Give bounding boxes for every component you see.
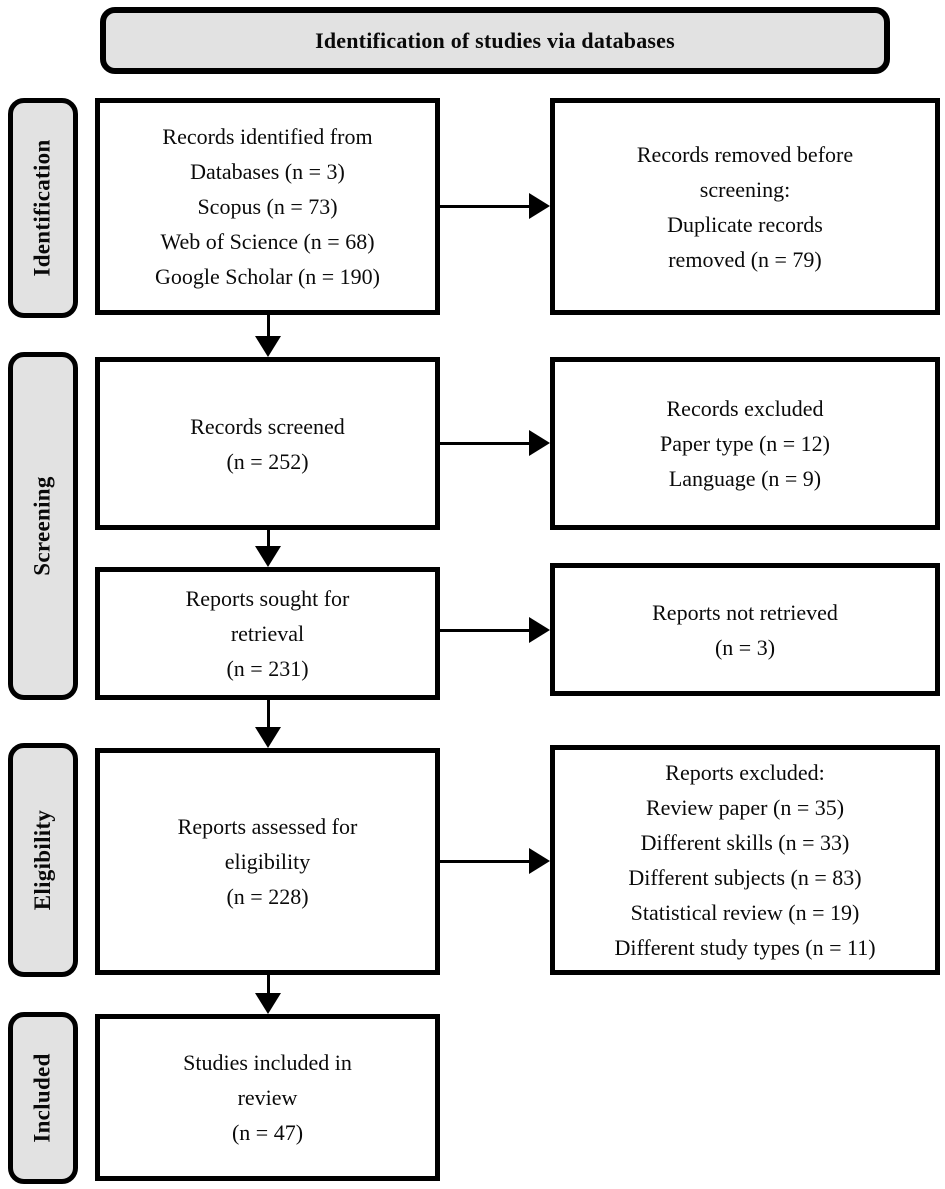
box-reports-sought: Reports sought for retrieval (n = 231)	[95, 567, 440, 700]
diagram-title: Identification of studies via databases	[315, 27, 675, 53]
stage-label-eligibility: Eligibility	[8, 743, 78, 977]
box-line: (n = 47)	[231, 1120, 304, 1145]
arrow-identified-to-screened	[255, 315, 281, 357]
arrow-head-icon	[255, 546, 281, 567]
box-line: Language (n = 9)	[668, 466, 822, 491]
box-line: Records removed before	[636, 141, 854, 167]
box-line: Reports not retrieved	[652, 599, 838, 625]
arrow-head-icon	[255, 336, 281, 357]
box-line: retrieval	[230, 621, 305, 646]
box-records-identified: Records identified from Databases (n = 3…	[95, 98, 440, 315]
box-line: Studies included in	[183, 1050, 352, 1075]
box-records-excluded: Records excluded Paper type (n = 12) Lan…	[550, 357, 940, 530]
box-line: Scopus (n = 73)	[197, 194, 338, 219]
arrow-assessed-to-included	[255, 975, 281, 1014]
box-line: (n = 3)	[714, 634, 776, 660]
box-line: Reports excluded:	[665, 760, 825, 785]
box-line: Paper type (n = 12)	[659, 431, 831, 456]
box-line: Web of Science (n = 68)	[160, 229, 375, 254]
arrow-sought-to-not-retrieved	[440, 617, 550, 643]
arrow-screened-to-sought	[255, 530, 281, 567]
box-line: Statistical review (n = 19)	[630, 900, 860, 925]
arrow-head-icon	[529, 193, 550, 219]
box-line: screening:	[699, 176, 791, 202]
arrow-sought-to-assessed	[255, 700, 281, 748]
stage-label-identification: Identification	[8, 98, 78, 318]
box-line: Records identified from	[162, 124, 373, 149]
box-line: Google Scholar (n = 190)	[154, 264, 381, 289]
box-records-removed: Records removed before screening: Duplic…	[550, 98, 940, 315]
arrow-screened-to-excluded	[440, 430, 550, 456]
box-line: eligibility	[224, 849, 311, 874]
arrow-identified-to-removed	[440, 193, 550, 219]
box-line: Review paper (n = 35)	[645, 795, 845, 820]
box-line: Reports sought for	[185, 586, 350, 611]
arrow-head-icon	[255, 993, 281, 1014]
box-line: Databases (n = 3)	[190, 159, 345, 184]
box-line: (n = 231)	[226, 656, 309, 681]
box-line: Records screened	[190, 413, 345, 439]
box-studies-included: Studies included in review (n = 47)	[95, 1014, 440, 1181]
stage-label-included: Included	[8, 1012, 78, 1184]
arrow-head-icon	[529, 617, 550, 643]
arrow-head-icon	[529, 848, 550, 874]
box-line: Reports assessed for	[177, 814, 358, 839]
arrow-head-icon	[529, 430, 550, 456]
box-line: review	[237, 1085, 298, 1110]
box-records-screened: Records screened (n = 252)	[95, 357, 440, 530]
box-line: (n = 228)	[226, 884, 309, 909]
stage-label-screening: Screening	[8, 352, 78, 700]
box-line: Duplicate records	[667, 211, 823, 237]
box-line: Different study types (n = 11)	[614, 935, 876, 960]
arrow-head-icon	[255, 727, 281, 748]
arrow-assessed-to-reports-excluded	[440, 848, 550, 874]
box-line: removed (n = 79)	[668, 246, 822, 272]
box-reports-not-retrieved: Reports not retrieved (n = 3)	[550, 563, 940, 696]
box-reports-assessed: Reports assessed for eligibility (n = 22…	[95, 748, 440, 975]
box-line: (n = 252)	[226, 448, 309, 474]
box-line: Different skills (n = 33)	[640, 830, 850, 855]
box-line: Records excluded	[666, 396, 824, 421]
box-line: Different subjects (n = 83)	[628, 865, 862, 890]
box-reports-excluded: Reports excluded: Review paper (n = 35) …	[550, 745, 940, 975]
diagram-title-box: Identification of studies via databases	[100, 7, 890, 74]
